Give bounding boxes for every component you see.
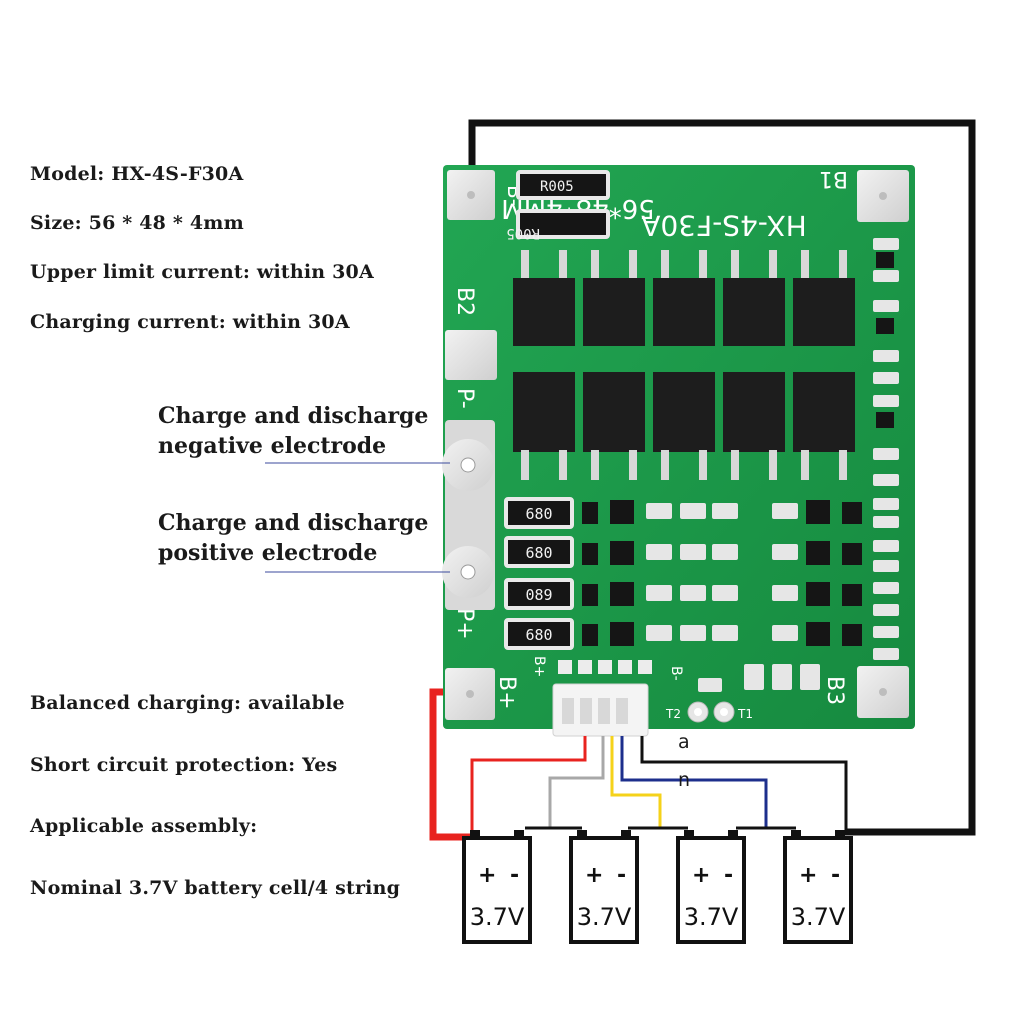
svg-text:3.7V: 3.7V	[791, 903, 846, 931]
mosfet-row-2	[513, 372, 855, 480]
silk-conn-b-plus: B+	[531, 656, 547, 677]
silk-pad-p-plus: P+	[452, 608, 477, 640]
svg-text:-: -	[831, 863, 840, 888]
silk-t1: T1	[737, 707, 753, 721]
spec-size: Size: 56 * 48 * 4mm	[30, 212, 244, 234]
silk-conn-b-minus: B-	[668, 666, 684, 681]
spec-upper-limit: Upper limit current: within 30A	[30, 261, 374, 283]
battery-cell-3: + - 3.7V	[676, 830, 746, 944]
shunt-resistor-top	[516, 170, 610, 200]
battery-cell-1: + - 3.7V	[462, 830, 532, 944]
svg-text:+: +	[478, 863, 496, 888]
balance-resistor-2: 680	[504, 536, 574, 568]
pad-b3-dot	[879, 688, 887, 696]
callout-positive-line1: Charge and discharge	[158, 510, 429, 536]
callout-negative: Charge and discharge negative electrode	[158, 401, 428, 461]
svg-text:-: -	[510, 863, 519, 888]
wire-balance-blue	[620, 736, 768, 830]
wire-balance-yellow	[610, 736, 662, 830]
silk-model: HX-4S-F30A	[641, 209, 807, 242]
pad-p-minus-hole	[460, 457, 476, 473]
callout-negative-line1: Charge and discharge	[158, 403, 429, 429]
svg-text:680: 680	[525, 505, 552, 523]
silk-pad-p-minus: P-	[452, 388, 477, 409]
spec-nominal: Nominal 3.7V battery cell/4 string	[30, 877, 401, 899]
spec-model: Model: HX-4S-F30A	[30, 163, 244, 185]
pad-t1-hole	[720, 708, 728, 716]
callout-positive: Charge and discharge positive electrode	[158, 508, 428, 568]
connector-pads	[558, 660, 652, 674]
spec-applicable: Applicable assembly:	[30, 815, 258, 837]
spec-short-circuit: Short circuit protection: Yes	[30, 754, 338, 776]
svg-text:-: -	[724, 863, 733, 888]
pad-b-plus-dot	[466, 690, 474, 698]
wire-label-n: n	[678, 769, 690, 791]
wire-black-bminus	[468, 119, 976, 836]
spec-balanced: Balanced charging: available	[30, 692, 345, 714]
svg-text:3.7V: 3.7V	[577, 903, 632, 931]
balance-resistor-1: 680	[504, 497, 574, 529]
svg-text:680: 680	[525, 544, 552, 562]
svg-text:-: -	[617, 863, 626, 888]
silk-pad-b-plus: B+	[494, 676, 519, 710]
svg-text:+: +	[799, 863, 817, 888]
pad-t2-hole	[694, 708, 702, 716]
pad-b1-dot	[879, 192, 887, 200]
battery-cell-4: + - 3.7V	[783, 830, 853, 944]
right-ic-column	[876, 252, 894, 428]
svg-text:089: 089	[525, 586, 552, 604]
silk-pad-b2: B2	[452, 287, 477, 316]
wire-balance-gray	[525, 736, 605, 830]
callout-negative-line2: negative electrode	[158, 433, 387, 459]
svg-text:+: +	[585, 863, 603, 888]
pad-b-minus-dot	[467, 191, 475, 199]
silk-pad-b3: B3	[822, 676, 847, 705]
wire-label-a: a	[678, 731, 690, 753]
wire-balance-black	[640, 736, 848, 832]
svg-text:3.7V: 3.7V	[684, 903, 739, 931]
wire-balance-red	[470, 736, 587, 837]
shunt-resistor-top-label: R005	[540, 179, 574, 195]
shunt-resistor-bottom-label: R005	[506, 225, 540, 241]
balance-connector-pins	[562, 698, 628, 724]
silk-t2: T2	[665, 707, 681, 721]
balance-resistor-4: 680	[504, 618, 574, 650]
spec-charging-current: Charging current: within 30A	[30, 311, 350, 333]
right-smd-column	[873, 238, 899, 660]
balance-resistor-3: 089	[504, 578, 574, 610]
mosfet-row-1	[513, 250, 855, 346]
svg-text:3.7V: 3.7V	[470, 903, 525, 931]
svg-text:680: 680	[525, 626, 552, 644]
shunt-resistor-bottom	[516, 209, 610, 239]
svg-text:+: +	[692, 863, 710, 888]
balance-circuit-rows	[582, 500, 862, 646]
battery-cell-2: + - 3.7V	[569, 830, 639, 944]
callout-positive-line2: positive electrode	[158, 540, 378, 566]
silk-pad-b1: B1	[819, 166, 848, 191]
pad-b2	[445, 330, 497, 380]
pad-p-plus-hole	[460, 564, 476, 580]
bottom-smd-row	[698, 664, 820, 692]
